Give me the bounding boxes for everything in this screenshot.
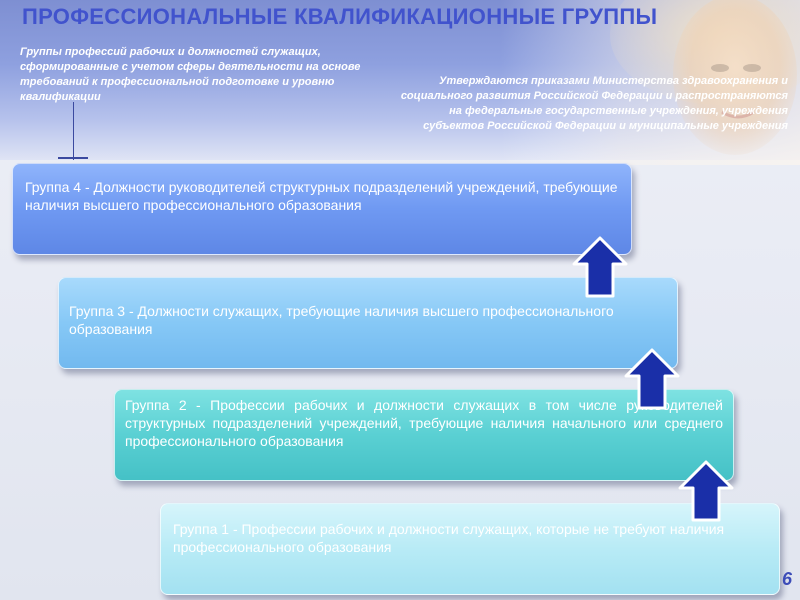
page-title: ПРОФЕССИОНАЛЬНЫЕ КВАЛИФИКАЦИОННЫЕ ГРУППЫ (22, 4, 657, 30)
up-arrow-icon (624, 348, 680, 410)
connector-tick (58, 157, 88, 159)
group-4-text: Группа 4 - Должности руководителей струк… (25, 178, 619, 214)
up-arrow-icon (678, 460, 734, 522)
group-1-text: Группа 1 - Профессии рабочих и должности… (173, 520, 767, 556)
approval-note-text: Утверждаются приказами Министерства здра… (388, 74, 788, 134)
page-number: 6 (782, 569, 792, 590)
groups-definition-text: Группы профессий рабочих и должностей сл… (20, 45, 390, 105)
group-3-text: Группа 3 - Должности служащих, требующие… (69, 302, 667, 338)
up-arrow-icon (572, 236, 628, 298)
connector-line (73, 102, 74, 160)
group-4-box: Группа 4 - Должности руководителей струк… (12, 163, 632, 255)
